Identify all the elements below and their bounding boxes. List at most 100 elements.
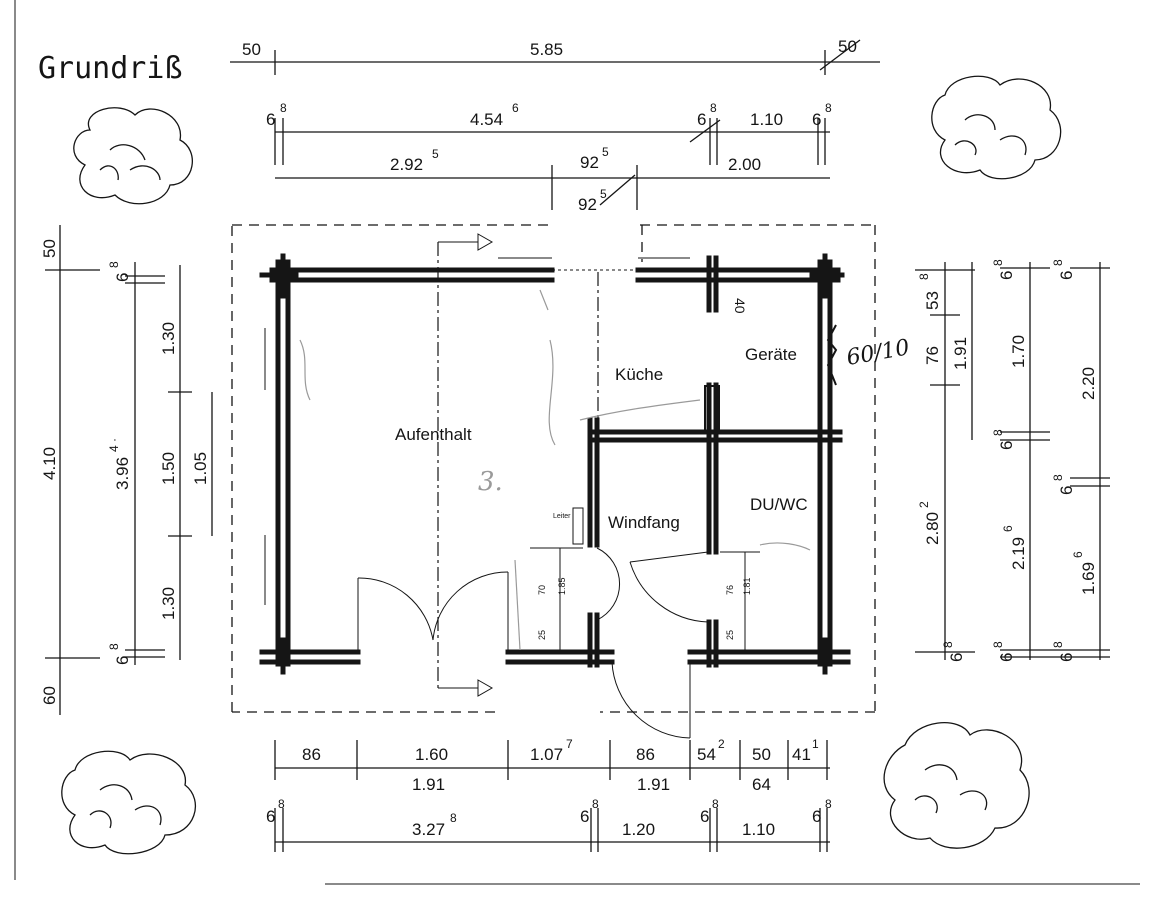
room-label-windfang: Windfang	[608, 513, 680, 532]
svg-text:8: 8	[917, 273, 931, 280]
svg-text:8: 8	[1051, 474, 1065, 481]
roof-overhang-outline	[231, 224, 876, 713]
tree-top-left	[73, 107, 193, 205]
svg-text:2.80: 2.80	[923, 512, 942, 545]
svg-text:8: 8	[592, 797, 599, 811]
svg-text:8: 8	[107, 643, 121, 650]
svg-text:1.60: 1.60	[415, 745, 448, 764]
room-label-du-wc: DU/WC	[750, 495, 808, 514]
svg-text:8: 8	[825, 101, 832, 115]
svg-text:1.70: 1.70	[1009, 335, 1028, 368]
svg-text:2: 2	[718, 737, 725, 751]
room-label-kueche: Küche	[615, 365, 663, 384]
svg-text:3.27: 3.27	[412, 820, 445, 839]
svg-text:8: 8	[280, 101, 287, 115]
svg-text:2: 2	[917, 501, 931, 508]
svg-text:50: 50	[40, 239, 59, 258]
svg-text:54: 54	[697, 745, 716, 764]
svg-text:2.20: 2.20	[1079, 367, 1098, 400]
svg-text:6: 6	[512, 101, 519, 115]
svg-text:6: 6	[1057, 486, 1076, 495]
svg-text:6: 6	[1001, 525, 1015, 532]
svg-text:1.30: 1.30	[159, 322, 178, 355]
ladder-label: Leiter	[553, 513, 571, 520]
dimensions-top: 50 5.85 50 6 8 4.54 6 6 8 1.10 6 8 2.92 …	[230, 37, 880, 214]
svg-text:76: 76	[923, 346, 942, 365]
tree-top-right	[931, 75, 1062, 180]
svg-text:41: 41	[792, 745, 811, 764]
svg-text:6: 6	[266, 110, 275, 129]
svg-text:8: 8	[1051, 259, 1065, 266]
svg-text:92: 92	[580, 153, 599, 172]
room-label-aufenthalt: Aufenthalt	[395, 425, 472, 444]
svg-text:2.92: 2.92	[390, 155, 423, 174]
svg-text:76: 76	[725, 585, 735, 595]
handwritten-note: 60/10	[845, 335, 912, 371]
svg-text:64: 64	[752, 775, 771, 794]
svg-text:4.10: 4.10	[40, 447, 59, 480]
svg-text:8: 8	[450, 811, 457, 825]
svg-text:1: 1	[812, 737, 819, 751]
svg-text:25: 25	[537, 630, 547, 640]
svg-text:1.30: 1.30	[159, 587, 178, 620]
svg-text:6: 6	[266, 807, 275, 826]
svg-text:7: 7	[566, 737, 573, 751]
svg-text:8: 8	[278, 797, 285, 811]
room-label-geraete: Geräte	[745, 345, 797, 364]
svg-text:1.85: 1.85	[557, 577, 567, 595]
svg-text:3.96: 3.96	[113, 457, 132, 490]
door-dimensions: 70 1.85 25 76 1.81 25	[530, 547, 760, 650]
svg-text:4.54: 4.54	[470, 110, 503, 129]
svg-text:8: 8	[712, 797, 719, 811]
svg-text:6: 6	[997, 441, 1016, 450]
svg-text:5.85: 5.85	[530, 40, 563, 59]
svg-text:8: 8	[1051, 641, 1065, 648]
svg-text:50: 50	[838, 37, 857, 56]
svg-text:1.50: 1.50	[159, 452, 178, 485]
svg-text:1.69: 1.69	[1079, 562, 1098, 595]
svg-text:60: 60	[40, 686, 59, 705]
svg-text:8: 8	[991, 259, 1005, 266]
svg-text:4 ·: 4 ·	[107, 438, 121, 452]
svg-text:8: 8	[941, 641, 955, 648]
svg-text:8: 8	[991, 429, 1005, 436]
dimensions-right: 53 8 76 2.80 2 1.91 6 8 1.70 6 8 2.19 6 …	[915, 259, 1110, 662]
tree-bottom-left	[61, 750, 196, 855]
svg-text:6: 6	[580, 807, 589, 826]
svg-text:6: 6	[113, 656, 132, 665]
svg-text:6: 6	[113, 273, 132, 282]
svg-text:2.00: 2.00	[728, 155, 761, 174]
svg-text:6: 6	[812, 807, 821, 826]
svg-text:3.: 3.	[478, 467, 503, 497]
svg-text:5: 5	[600, 187, 607, 201]
svg-text:86: 86	[302, 745, 321, 764]
svg-text:86: 86	[636, 745, 655, 764]
ladder-symbol	[572, 507, 584, 545]
svg-text:2.19: 2.19	[1009, 537, 1028, 570]
svg-text:6: 6	[700, 807, 709, 826]
tree-bottom-right	[883, 722, 1030, 849]
exterior-walls	[259, 253, 851, 675]
svg-text:5: 5	[602, 145, 609, 159]
svg-text:6: 6	[997, 271, 1016, 280]
svg-text:6: 6	[697, 110, 706, 129]
wall-thickness-label: 40	[732, 298, 748, 314]
section-line	[437, 233, 599, 697]
svg-text:92: 92	[578, 195, 597, 214]
svg-text:6: 6	[1071, 551, 1085, 558]
svg-text:1.10: 1.10	[742, 820, 775, 839]
dimensions-bottom: 86 1.60 1.07 7 86 54 2 50 41 1 1.91 1.91…	[266, 737, 832, 852]
doors	[357, 547, 709, 739]
interior-walls	[264, 255, 843, 668]
svg-text:50: 50	[242, 40, 261, 59]
svg-text:8: 8	[710, 101, 717, 115]
svg-text:8: 8	[107, 261, 121, 268]
svg-text:1.20: 1.20	[622, 820, 655, 839]
svg-text:8: 8	[825, 797, 832, 811]
svg-text:1.07: 1.07	[530, 745, 563, 764]
pencil-sketch-marks: 3.	[299, 289, 811, 651]
svg-text:1.91: 1.91	[951, 337, 970, 370]
svg-text:70: 70	[537, 585, 547, 595]
dimensions-left: 50 4.10 60 6 8 3.96 4 · 6 8 1.30 1.50 1.…	[40, 225, 213, 715]
